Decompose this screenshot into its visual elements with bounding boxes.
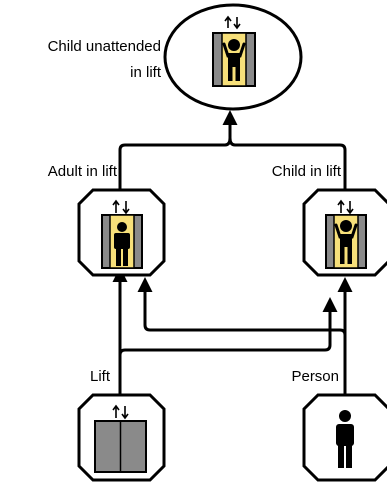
child-unattended-label-line1: Child unattended [48, 38, 161, 55]
node-lift: Lift [77, 368, 166, 482]
lift-label: Lift [90, 368, 111, 385]
child-in-lift-icon [325, 199, 367, 269]
adult-in-lift-icon [101, 199, 143, 269]
node-child-unattended: Child unattended in lift [48, 3, 303, 111]
adult-in-lift-label: Adult in lift [48, 163, 118, 180]
edge-lift-to-child [118, 297, 338, 372]
edge-adult-to-unattended [118, 137, 232, 190]
node-person: Person [291, 368, 387, 482]
edge-child-to-unattended [228, 137, 347, 190]
child-unattended-label-line2: in lift [130, 64, 162, 81]
node-child-in-lift: Child in lift [272, 163, 387, 277]
edges [112, 110, 353, 395]
edge-person-to-adult [137, 277, 347, 345]
person-label: Person [291, 368, 339, 385]
lift-icon [94, 404, 147, 473]
person-icon [336, 410, 354, 468]
child-unattended-icon [212, 15, 256, 87]
child-in-lift-label: Child in lift [272, 163, 342, 180]
node-adult-in-lift: Adult in lift [48, 163, 166, 277]
